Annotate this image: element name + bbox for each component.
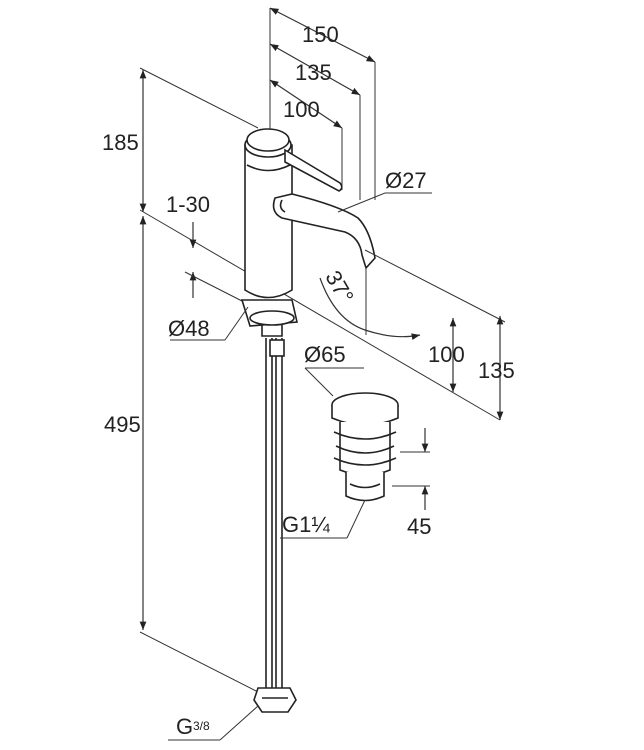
mounting-adjust-dimension: 1-30 [166, 192, 243, 302]
dim-185-label: 185 [102, 130, 139, 155]
thread-g114-label: G1¼ [282, 512, 330, 537]
dim-135-top-label: 135 [295, 60, 332, 85]
popup-waste [331, 392, 399, 502]
height-dimensions-left: 185 495 [102, 67, 501, 699]
dim-d27-label: Ø27 [385, 168, 427, 193]
waste-height-dimension: 45 [392, 428, 431, 539]
dim-495-label: 495 [104, 412, 141, 437]
supply-thread-callout: G 3/8 [168, 705, 259, 741]
base-diameter-callout: Ø48 [168, 306, 249, 341]
dim-100-right-label: 100 [428, 342, 465, 367]
dim-d48-label: Ø48 [168, 316, 210, 341]
dim-100-top-label: 100 [283, 97, 320, 122]
waste-thread-callout: G1¼ [280, 499, 366, 539]
spout-angle-dimension: 37° [319, 266, 421, 340]
thread-g-label: G [176, 714, 193, 739]
supply-hoses [253, 338, 297, 713]
faucet-body [240, 128, 376, 337]
spout-diameter-callout: Ø27 [337, 168, 432, 213]
angle-37-label: 37° [320, 266, 358, 307]
height-dimensions-right: 100 135 [364, 249, 515, 420]
thread-fraction-label: 3/8 [193, 719, 210, 733]
dim-1-30-label: 1-30 [166, 192, 210, 217]
width-dimensions: 150 135 100 [269, 7, 376, 200]
dim-45-label: 45 [407, 514, 431, 539]
dim-d65-label: Ø65 [304, 342, 346, 367]
waste-diameter-callout: Ø65 [304, 342, 364, 397]
dim-150-label: 150 [302, 22, 339, 47]
dim-135-right-label: 135 [478, 358, 515, 383]
